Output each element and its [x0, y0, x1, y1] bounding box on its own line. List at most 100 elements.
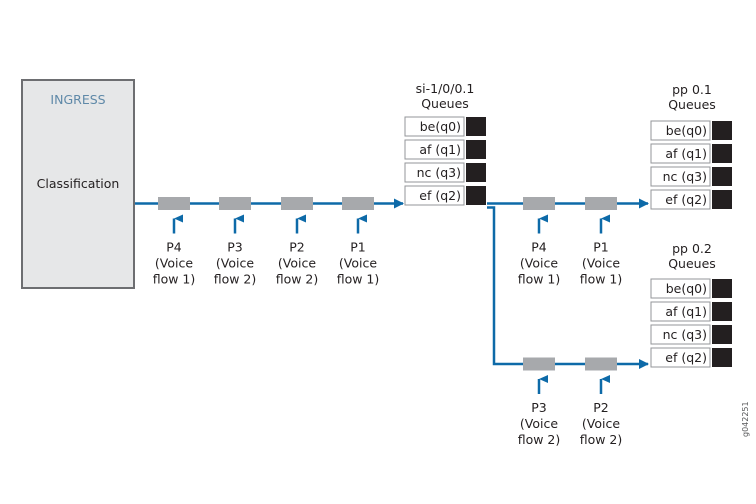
packet-flow-label: (Voice [278, 256, 316, 271]
queue-group-subtitle: Queues [668, 97, 716, 112]
queue-label: af (q1) [665, 304, 707, 319]
packet-block [281, 197, 313, 210]
queue-row: be(q0) [650, 120, 732, 141]
queue-row: ef (q2) [650, 347, 732, 368]
queue-buffer-block [712, 167, 732, 186]
packet-flow-label: (Voice [520, 416, 558, 431]
queue-label-box [404, 116, 465, 137]
packet-block [523, 357, 555, 371]
queue-buffer-block [466, 186, 486, 205]
queue-buffer-block [712, 121, 732, 140]
queue-label: af (q1) [419, 142, 461, 157]
packet-flow-label: (Voice [216, 256, 254, 271]
queue-buffer-block [712, 348, 732, 367]
queue-label-box [650, 301, 711, 322]
queue-label: nc (q3) [663, 327, 707, 342]
queue-buffer-block [712, 302, 732, 321]
packet-name: P3 [227, 240, 243, 255]
queue-buffer-block [712, 190, 732, 209]
ingress-box [21, 79, 135, 289]
packet-block [585, 197, 617, 210]
queue-label: nc (q3) [663, 169, 707, 184]
queue-group-title: pp 0.2 [672, 241, 712, 256]
queue-label: ef (q2) [665, 350, 707, 365]
queue-label: nc (q3) [417, 165, 461, 180]
packet-name: P2 [289, 240, 305, 255]
queue-row: ef (q2) [650, 189, 732, 210]
queue-row: be(q0) [650, 278, 732, 299]
queue-buffer-block [466, 163, 486, 182]
figure-id: g042251 [741, 401, 750, 437]
packet-flow-label: flow 1) [153, 272, 196, 287]
classification-label: Classification [37, 176, 120, 191]
queue-row: af (q1) [404, 139, 486, 160]
flow-lines [135, 198, 649, 369]
packet-block [219, 197, 251, 210]
packet-block [523, 197, 555, 210]
packet-flow-label: flow 2) [276, 272, 319, 287]
packet-flow-label: (Voice [582, 416, 620, 431]
queue-row: be(q0) [404, 116, 486, 137]
packet-flow-label: flow 2) [580, 432, 623, 447]
queue-group-subtitle: Queues [421, 96, 469, 111]
queue-row: af (q1) [650, 143, 732, 164]
queue-buffer-block [712, 279, 732, 298]
queue-row: nc (q3) [650, 166, 732, 187]
packet-flow-label: flow 1) [580, 272, 623, 287]
queue-label: be(q0) [666, 281, 707, 296]
packet-name: P1 [593, 240, 609, 255]
queue-row: nc (q3) [404, 162, 486, 183]
queue-label-box [650, 189, 711, 210]
packet-name: P4 [531, 240, 547, 255]
queue-label-box [404, 185, 465, 206]
packet-flow-label: flow 2) [518, 432, 561, 447]
queue-label-box [650, 143, 711, 164]
packet-block [585, 357, 617, 371]
queue-row: af (q1) [650, 301, 732, 322]
flow-line-si-to-pp02 [487, 206, 649, 369]
queue-buffer-block [712, 325, 732, 344]
queue-group-si-1-0-0-1: si-1/0/0.1 Queues be(q0)af (q1)nc (q3)ef… [404, 81, 486, 206]
packet-name: P1 [350, 240, 366, 255]
queue-label-box [650, 324, 711, 345]
ingress-block: INGRESS Classification [21, 79, 135, 289]
packet-name: P2 [593, 400, 609, 415]
queue-group-title: si-1/0/0.1 [416, 81, 475, 96]
packet-block [158, 197, 190, 210]
packet-flow-label: flow 2) [214, 272, 257, 287]
packet-flow-label: flow 1) [337, 272, 380, 287]
queue-label: af (q1) [665, 146, 707, 161]
packet-flow-label: (Voice [339, 256, 377, 271]
queue-buffer-block [466, 140, 486, 159]
queue-buffer-block [466, 117, 486, 136]
queue-label-box [404, 162, 465, 183]
queue-label: be(q0) [666, 123, 707, 138]
packet-flow-label: (Voice [155, 256, 193, 271]
queue-buffer-block [712, 144, 732, 163]
queue-label-box [650, 166, 711, 187]
packet-flow-label: (Voice [520, 256, 558, 271]
queue-row: nc (q3) [650, 324, 732, 345]
packet-name: P4 [166, 240, 182, 255]
queue-label: be(q0) [420, 119, 461, 134]
queue-group-title: pp 0.1 [672, 82, 712, 97]
packet-flow-label: flow 1) [518, 272, 561, 287]
queue-label: ef (q2) [665, 192, 707, 207]
queue-label-box [650, 120, 711, 141]
queue-group-pp-0-2: pp 0.2 Queues be(q0)af (q1)nc (q3)ef (q2… [650, 241, 732, 368]
packet-block [342, 197, 374, 210]
queue-label-box [650, 347, 711, 368]
packet-flow-label: (Voice [582, 256, 620, 271]
